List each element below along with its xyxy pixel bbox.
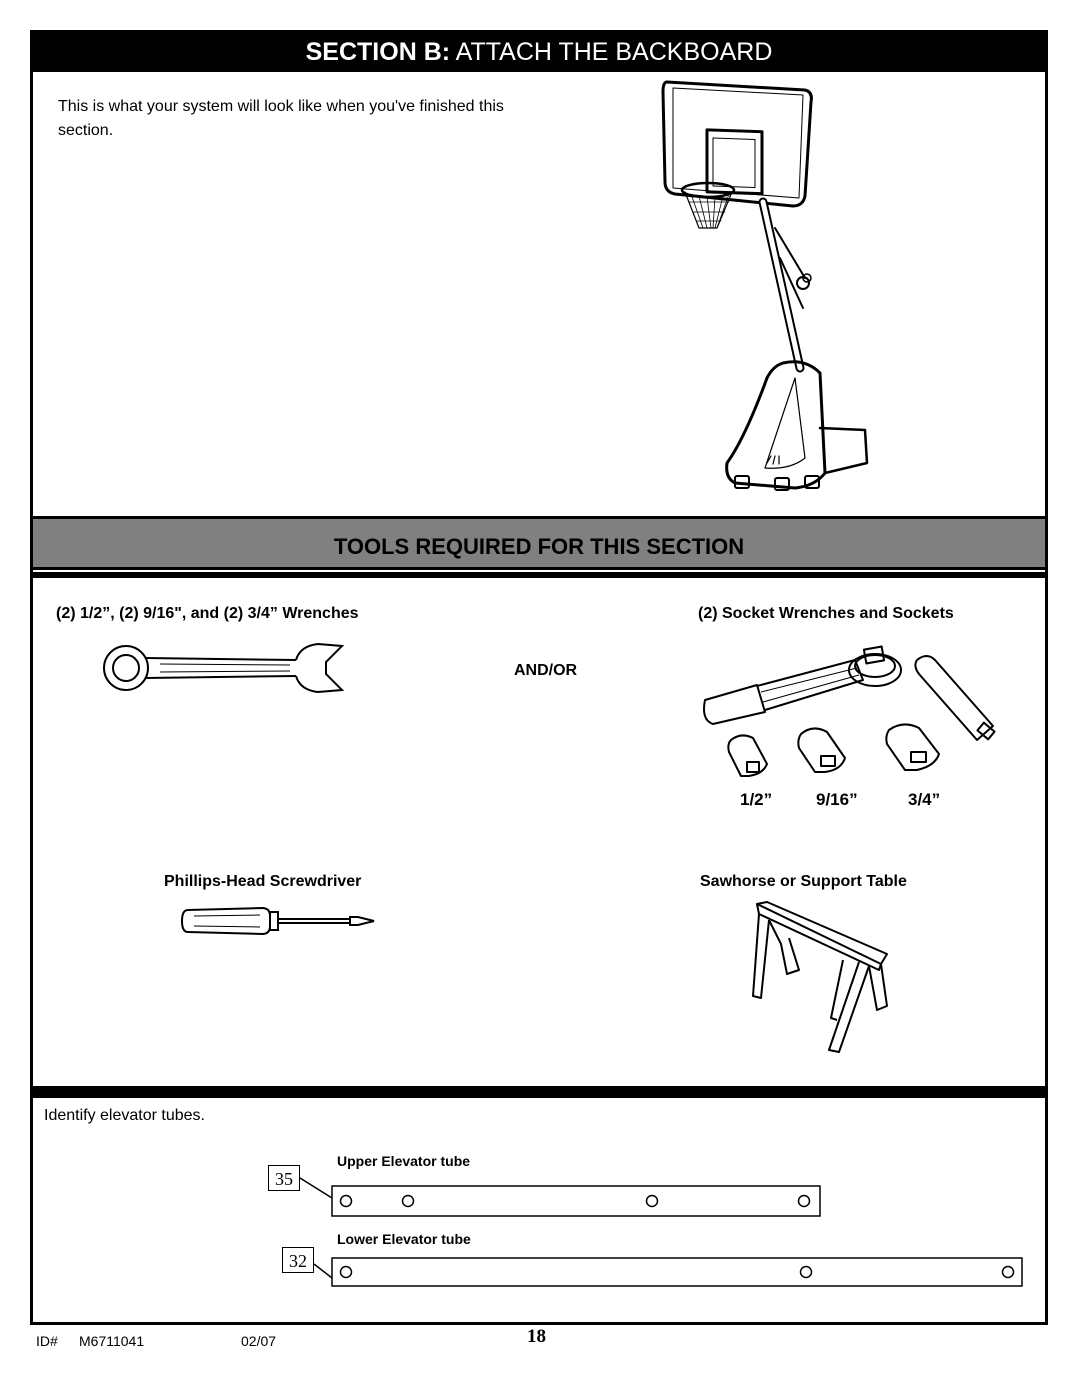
andor-label: AND/OR (514, 662, 578, 679)
upper-elevator-tube (299, 1177, 821, 1217)
upper-tube-part-number: 35 (268, 1165, 300, 1191)
socket-wrench-icon (703, 645, 996, 777)
page-number: 18 (527, 1326, 546, 1347)
lower-elevator-tube (313, 1257, 1023, 1287)
lower-tube-label: Lower Elevator tube (337, 1231, 471, 1247)
elevator-divider (33, 1086, 1045, 1098)
footer-id-value: M6711041 (79, 1333, 145, 1349)
section-title: ATTACH THE BACKBOARD (455, 38, 773, 66)
sawhorse-icon (752, 901, 888, 1053)
footer-id-label: ID# (36, 1333, 58, 1349)
upper-tube-label: Upper Elevator tube (337, 1153, 471, 1169)
wrenches-label: (2) 1/2”, (2) 9/16", and (2) 3/4” Wrench… (56, 605, 359, 622)
basketball-system-illustration (661, 80, 869, 491)
socket-size-three-quarters: 3/4” (908, 790, 941, 809)
screwdriver-icon (180, 906, 375, 936)
tools-header: TOOLS REQUIRED FOR THIS SECTION (33, 516, 1045, 570)
sawhorse-label: Sawhorse or Support Table (700, 873, 907, 890)
page-frame (30, 30, 1048, 1325)
wrench-icon (103, 642, 345, 694)
socket-size-nine-sixteenths: 9/16” (816, 790, 858, 809)
sockets-label: (2) Socket Wrenches and Sockets (698, 605, 954, 622)
socket-size-half: 1/2” (740, 790, 773, 809)
elevator-instruction: Identify elevator tubes. (44, 1107, 205, 1124)
section-header: SECTION B: ATTACH THE BACKBOARD (33, 33, 1045, 72)
screwdriver-label: Phillips-Head Screwdriver (164, 873, 362, 890)
tools-divider (33, 572, 1045, 578)
lower-tube-part-number: 32 (282, 1247, 314, 1273)
section-label: SECTION B: (305, 38, 451, 66)
intro-text: This is what your system will look like … (58, 98, 504, 139)
footer-date: 02/07 (241, 1333, 277, 1349)
